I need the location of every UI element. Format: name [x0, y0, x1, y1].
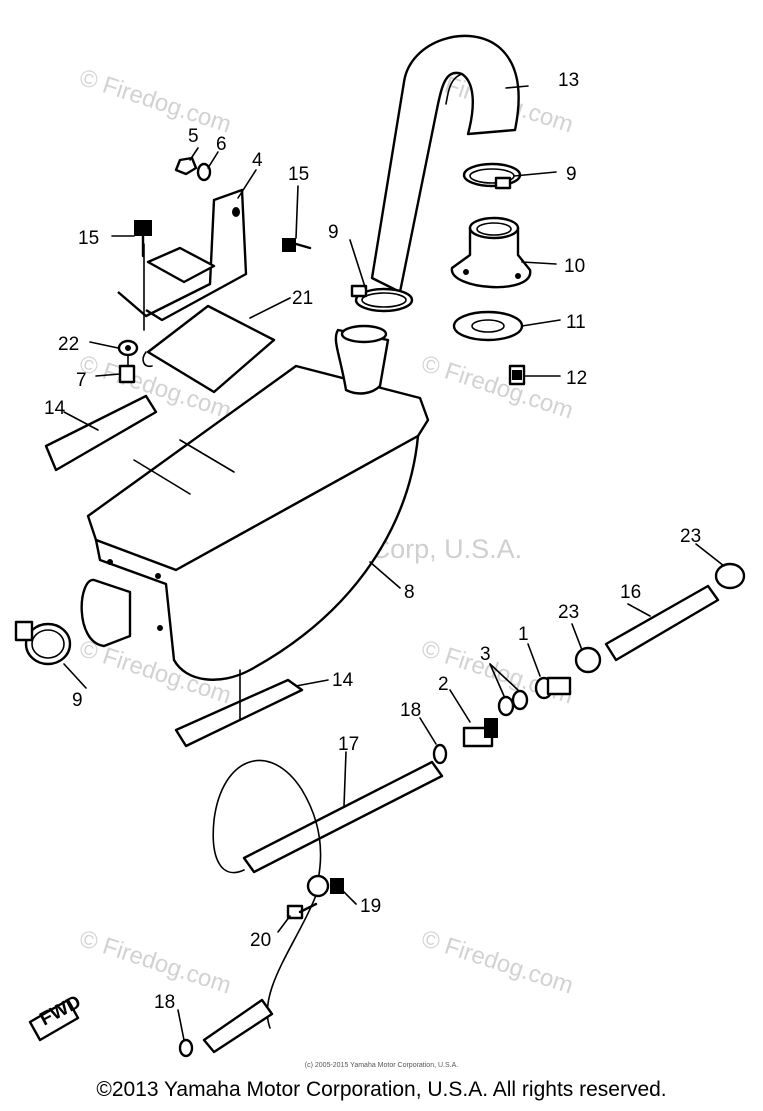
callout-15-left: 15: [78, 228, 99, 249]
fwd-badge: FWD: [28, 992, 85, 1042]
part-14-strip-upper: [44, 394, 158, 472]
part-15-bolt-left: [134, 220, 152, 258]
part-18-clip-upper: [432, 743, 448, 765]
callout-20: 20: [250, 930, 271, 951]
callout-12: 12: [566, 368, 587, 389]
part-16-hose: [604, 584, 720, 662]
watermark-text: © Firedog.com: [418, 350, 576, 424]
callout-9-lower: 9: [72, 690, 83, 711]
callout-14-lower: 14: [332, 670, 354, 691]
part-hose-lower: [202, 998, 274, 1054]
part-9-clamp-upper: [462, 162, 522, 190]
part-22-washer: [117, 339, 139, 357]
callout-21: 21: [292, 288, 313, 309]
callout-14-upper: 14: [44, 398, 66, 419]
part-23-clamp-middle: [574, 646, 602, 674]
callout-7: 7: [76, 370, 87, 391]
part-2-fitting: [462, 718, 498, 748]
part-5-nut: [174, 156, 198, 176]
part-15-bolt-right: [282, 238, 312, 252]
callout-4: 4: [252, 150, 263, 171]
part-10-flange: [450, 216, 532, 289]
part-7-bolt: [118, 364, 136, 384]
callout-23-right: 23: [680, 526, 701, 547]
small-copyright: (c) 2005-2015 Yamaha Motor Corporation, …: [304, 1062, 459, 1069]
callout-9-upper: 9: [566, 164, 577, 185]
part-13-hose: [370, 34, 520, 294]
part-23-clamp-right: [714, 562, 746, 590]
part-4-bracket: [117, 188, 248, 322]
callout-15-right: 15: [288, 164, 309, 185]
callout-labels: 13 9 10 11 12 9 5 6 4 15 15 21 22 7 14 8…: [44, 70, 701, 1013]
part-17-hose: [242, 760, 444, 874]
part-3-washers: [497, 689, 529, 717]
part-14-strip-lower: [174, 678, 304, 748]
part-19-fitting: [306, 874, 344, 898]
callout-19: 19: [360, 896, 381, 917]
callout-22: 22: [58, 334, 79, 355]
callout-18-lower: 18: [154, 992, 175, 1013]
callout-23-middle: 23: [558, 602, 579, 623]
callout-6: 6: [216, 134, 227, 155]
part-9-clamp-lower: [14, 620, 72, 666]
part-1-fitting: [534, 676, 572, 700]
watermark-text: © Firedog.com: [418, 635, 576, 709]
callout-3: 3: [480, 644, 491, 665]
callout-18-upper: 18: [400, 700, 421, 721]
watermark-text: © Firedog.com: [418, 925, 576, 999]
part-9-clamp-middle: [350, 284, 414, 313]
part-18-clip-lower: [178, 1038, 194, 1058]
callout-5: 5: [188, 126, 199, 147]
callout-8: 8: [404, 582, 415, 603]
part-20-screw: [286, 902, 318, 920]
callout-10: 10: [564, 256, 585, 277]
callout-16: 16: [620, 582, 641, 603]
copyright-notice: ©2013 Yamaha Motor Corporation, U.S.A. A…: [96, 1078, 667, 1101]
part-8-muffler: [80, 324, 430, 681]
part-12-plug: [508, 364, 526, 386]
callout-9-middle: 9: [328, 222, 339, 243]
callout-1: 1: [518, 624, 529, 645]
callout-13: 13: [558, 70, 579, 91]
leader-lines: [63, 85, 725, 1041]
part-6-washer: [196, 162, 212, 182]
callout-17: 17: [338, 734, 359, 755]
watermark-text: © Firedog.com: [76, 925, 234, 999]
watermark-text: © Firedog.com: [76, 64, 234, 138]
part-21-pad: [142, 304, 276, 394]
callout-2: 2: [438, 674, 449, 695]
part-11-gasket: [452, 310, 524, 342]
callout-11: 11: [566, 312, 586, 333]
